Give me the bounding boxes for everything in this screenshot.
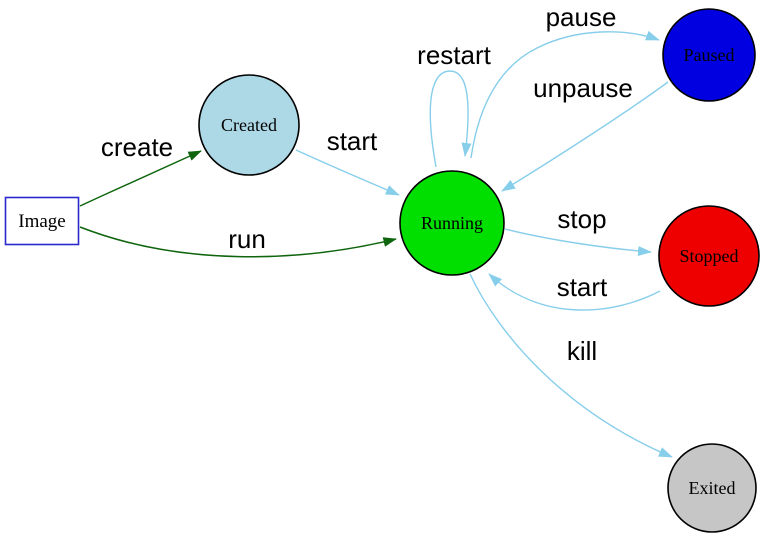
- node-label-created: Created: [221, 115, 277, 135]
- edge-label-start-2: start: [557, 272, 608, 302]
- node-running: [399, 170, 505, 276]
- edge-pause: [470, 30, 660, 159]
- edge-kill: [469, 273, 673, 458]
- node-exited: [667, 443, 757, 533]
- node-label-exited: Exited: [689, 478, 736, 498]
- node-label-running: Running: [421, 213, 483, 233]
- edge-create: [79, 150, 202, 207]
- edge-unpause: [501, 81, 669, 192]
- node-created: [198, 74, 300, 176]
- node-paused: [662, 8, 756, 102]
- edge-stop: [504, 228, 652, 257]
- edge-restart-self-loop: [429, 70, 472, 168]
- node-label-image: Image: [18, 211, 65, 232]
- node-label-paused: Paused: [684, 45, 735, 65]
- edge-label-create: create: [101, 132, 173, 162]
- edge-label-run: run: [228, 224, 266, 254]
- node-label-stopped: Stopped: [679, 246, 738, 266]
- node-stopped: [658, 205, 760, 307]
- node-image: [4, 196, 80, 246]
- edge-label-start-1: start: [327, 126, 378, 156]
- edge-label-pause: pause: [546, 2, 617, 32]
- edge-start-created-running: [295, 149, 400, 196]
- edge-label-unpause: unpause: [533, 73, 633, 103]
- edge-label-restart: restart: [417, 40, 491, 70]
- edge-label-kill: kill: [567, 336, 597, 366]
- edge-run: [79, 226, 397, 258]
- edge-start-stopped-running: [488, 273, 661, 311]
- edge-label-stop: stop: [557, 204, 606, 234]
